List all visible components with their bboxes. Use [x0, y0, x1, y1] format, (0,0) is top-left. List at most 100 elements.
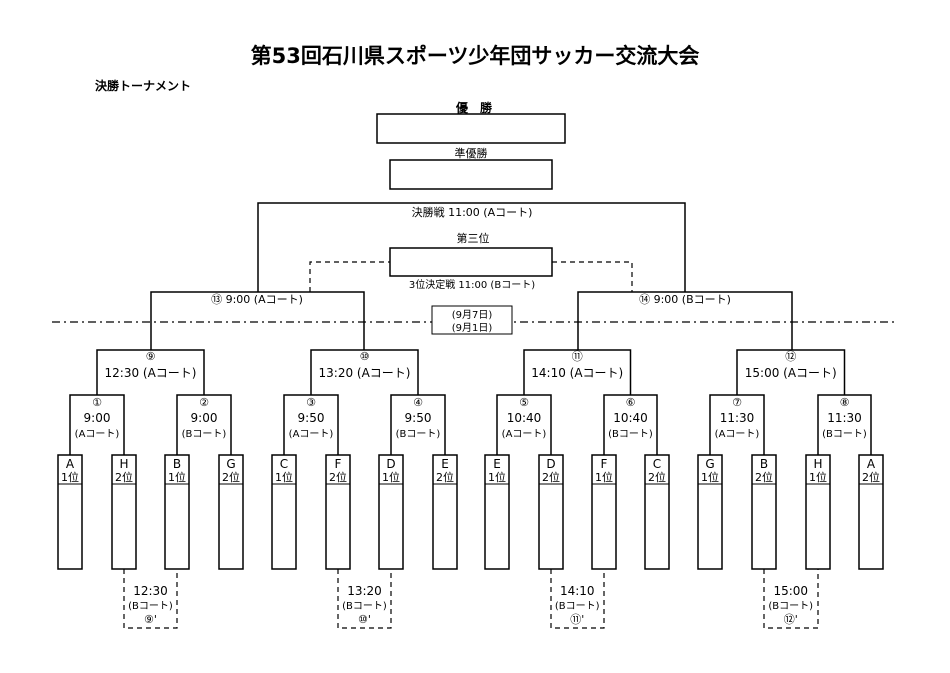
consolation-court: (Bコート)	[768, 601, 813, 612]
round1-bracket-line	[709, 394, 765, 455]
team-box	[271, 454, 297, 570]
quarter-time: 15:00 (Aコート)	[745, 366, 837, 380]
team-box	[858, 454, 884, 570]
runner-up-box	[389, 159, 553, 190]
quarter-bracket-line	[310, 349, 419, 395]
round1-number: ④	[413, 396, 423, 409]
runner-up-label: 準優勝	[455, 146, 488, 160]
team-group: D	[546, 457, 555, 471]
round1-number: ③	[306, 396, 316, 409]
round1-court: (Bコート)	[608, 429, 653, 440]
consolation-number: ⑪'	[570, 613, 584, 626]
team-group: C	[653, 457, 661, 471]
team-box	[378, 454, 404, 570]
round1-number: ②	[199, 396, 209, 409]
consolation-number: ⑫'	[784, 613, 798, 626]
quarter-time: 13:20 (Aコート)	[319, 366, 411, 380]
consolation-time: 13:20	[347, 584, 382, 598]
quarter-bracket-line	[523, 349, 632, 395]
round1-court: (Aコート)	[289, 429, 334, 440]
page-title: 第53回石川県スポーツ少年団サッカー交流大会	[251, 44, 700, 68]
team-rank: 1位	[488, 470, 506, 484]
date-lower: (9月1日)	[452, 322, 493, 334]
consolation-bracket-line	[123, 569, 178, 629]
quarter-number: ⑩	[360, 350, 370, 363]
round1-time: 10:40	[613, 411, 648, 425]
round1-time: 9:50	[298, 411, 325, 425]
round1-bracket-line	[603, 394, 658, 455]
quarter-number: ⑫	[785, 350, 796, 363]
team-group: D	[386, 457, 395, 471]
consolation-bracket-line	[763, 569, 819, 629]
team-group: C	[280, 457, 288, 471]
team-rank: 1位	[809, 470, 827, 484]
quarter-bracket-line	[736, 349, 846, 395]
team-group: F	[335, 457, 342, 471]
consolation-time: 14:10	[560, 584, 595, 598]
team-rank: 1位	[382, 470, 400, 484]
champion-box	[376, 113, 566, 144]
team-group: G	[705, 457, 714, 471]
team-rank: 1位	[595, 470, 613, 484]
consolation-number: ⑩'	[358, 613, 371, 626]
team-group: E	[441, 457, 449, 471]
round1-bracket-line	[390, 394, 446, 455]
date-upper: (9月7日)	[452, 309, 493, 321]
team-group: H	[813, 457, 822, 471]
round1-time: 11:30	[827, 411, 862, 425]
round1-bracket-line	[69, 394, 125, 455]
round1-time: 11:30	[720, 411, 755, 425]
consolation-time: 12:30	[133, 584, 168, 598]
team-box	[805, 454, 831, 570]
team-group: B	[173, 457, 181, 471]
round1-court: (Bコート)	[822, 429, 867, 440]
semi-13-line	[150, 291, 365, 350]
round1-number: ⑦	[732, 396, 742, 409]
team-box	[538, 454, 564, 570]
round1-court: (Aコート)	[715, 429, 760, 440]
consolation-number: ⑨'	[144, 613, 157, 626]
third-place-label: 第三位	[457, 231, 490, 245]
team-group: G	[226, 457, 235, 471]
semi-13-label: ⑬ 9:00 (Aコート)	[211, 293, 303, 306]
consolation-court: (Bコート)	[555, 601, 600, 612]
team-rank: 2位	[648, 470, 666, 484]
team-box	[164, 454, 190, 570]
team-group: B	[760, 457, 768, 471]
quarter-number: ⑪	[572, 350, 583, 363]
round1-court: (Aコート)	[502, 429, 547, 440]
quarter-time: 12:30 (Aコート)	[105, 366, 197, 380]
semi-14-label: ⑭ 9:00 (Bコート)	[639, 293, 731, 306]
team-rank: 2位	[222, 470, 240, 484]
team-rank: 1位	[168, 470, 186, 484]
champion-label: 優 勝	[455, 100, 493, 115]
team-rank: 2位	[755, 470, 773, 484]
team-group: H	[119, 457, 128, 471]
quarter-bracket-line	[96, 349, 205, 395]
team-group: E	[493, 457, 501, 471]
team-rank: 2位	[329, 470, 347, 484]
round1-bracket-line	[283, 394, 339, 455]
consolation-time: 15:00	[773, 584, 808, 598]
team-group: A	[867, 457, 876, 471]
team-group: F	[601, 457, 608, 471]
team-rank: 1位	[61, 470, 79, 484]
team-box	[218, 454, 244, 570]
team-rank: 1位	[701, 470, 719, 484]
round1-court: (Aコート)	[75, 429, 120, 440]
round1-court: (Bコート)	[396, 429, 441, 440]
third-place-left-line	[309, 261, 390, 292]
round1-court: (Bコート)	[182, 429, 227, 440]
team-box	[484, 454, 510, 570]
round1-bracket-line	[496, 394, 552, 455]
team-rank: 2位	[862, 470, 880, 484]
page-subtitle: 決勝トーナメント	[95, 78, 191, 93]
round1-bracket-line	[817, 394, 872, 455]
team-rank: 2位	[436, 470, 454, 484]
lower-bracket: ⑨ 12:30 (Aコート) ⑩ 13:20 (Aコート) ⑪ 14:10 (Aコート) ⑫…	[57, 349, 884, 629]
team-rank: 2位	[115, 470, 133, 484]
quarter-number: ⑨	[146, 350, 156, 363]
third-place-match-label: 3位決定戦 11:00 (Bコート)	[409, 278, 535, 291]
team-box	[432, 454, 458, 570]
